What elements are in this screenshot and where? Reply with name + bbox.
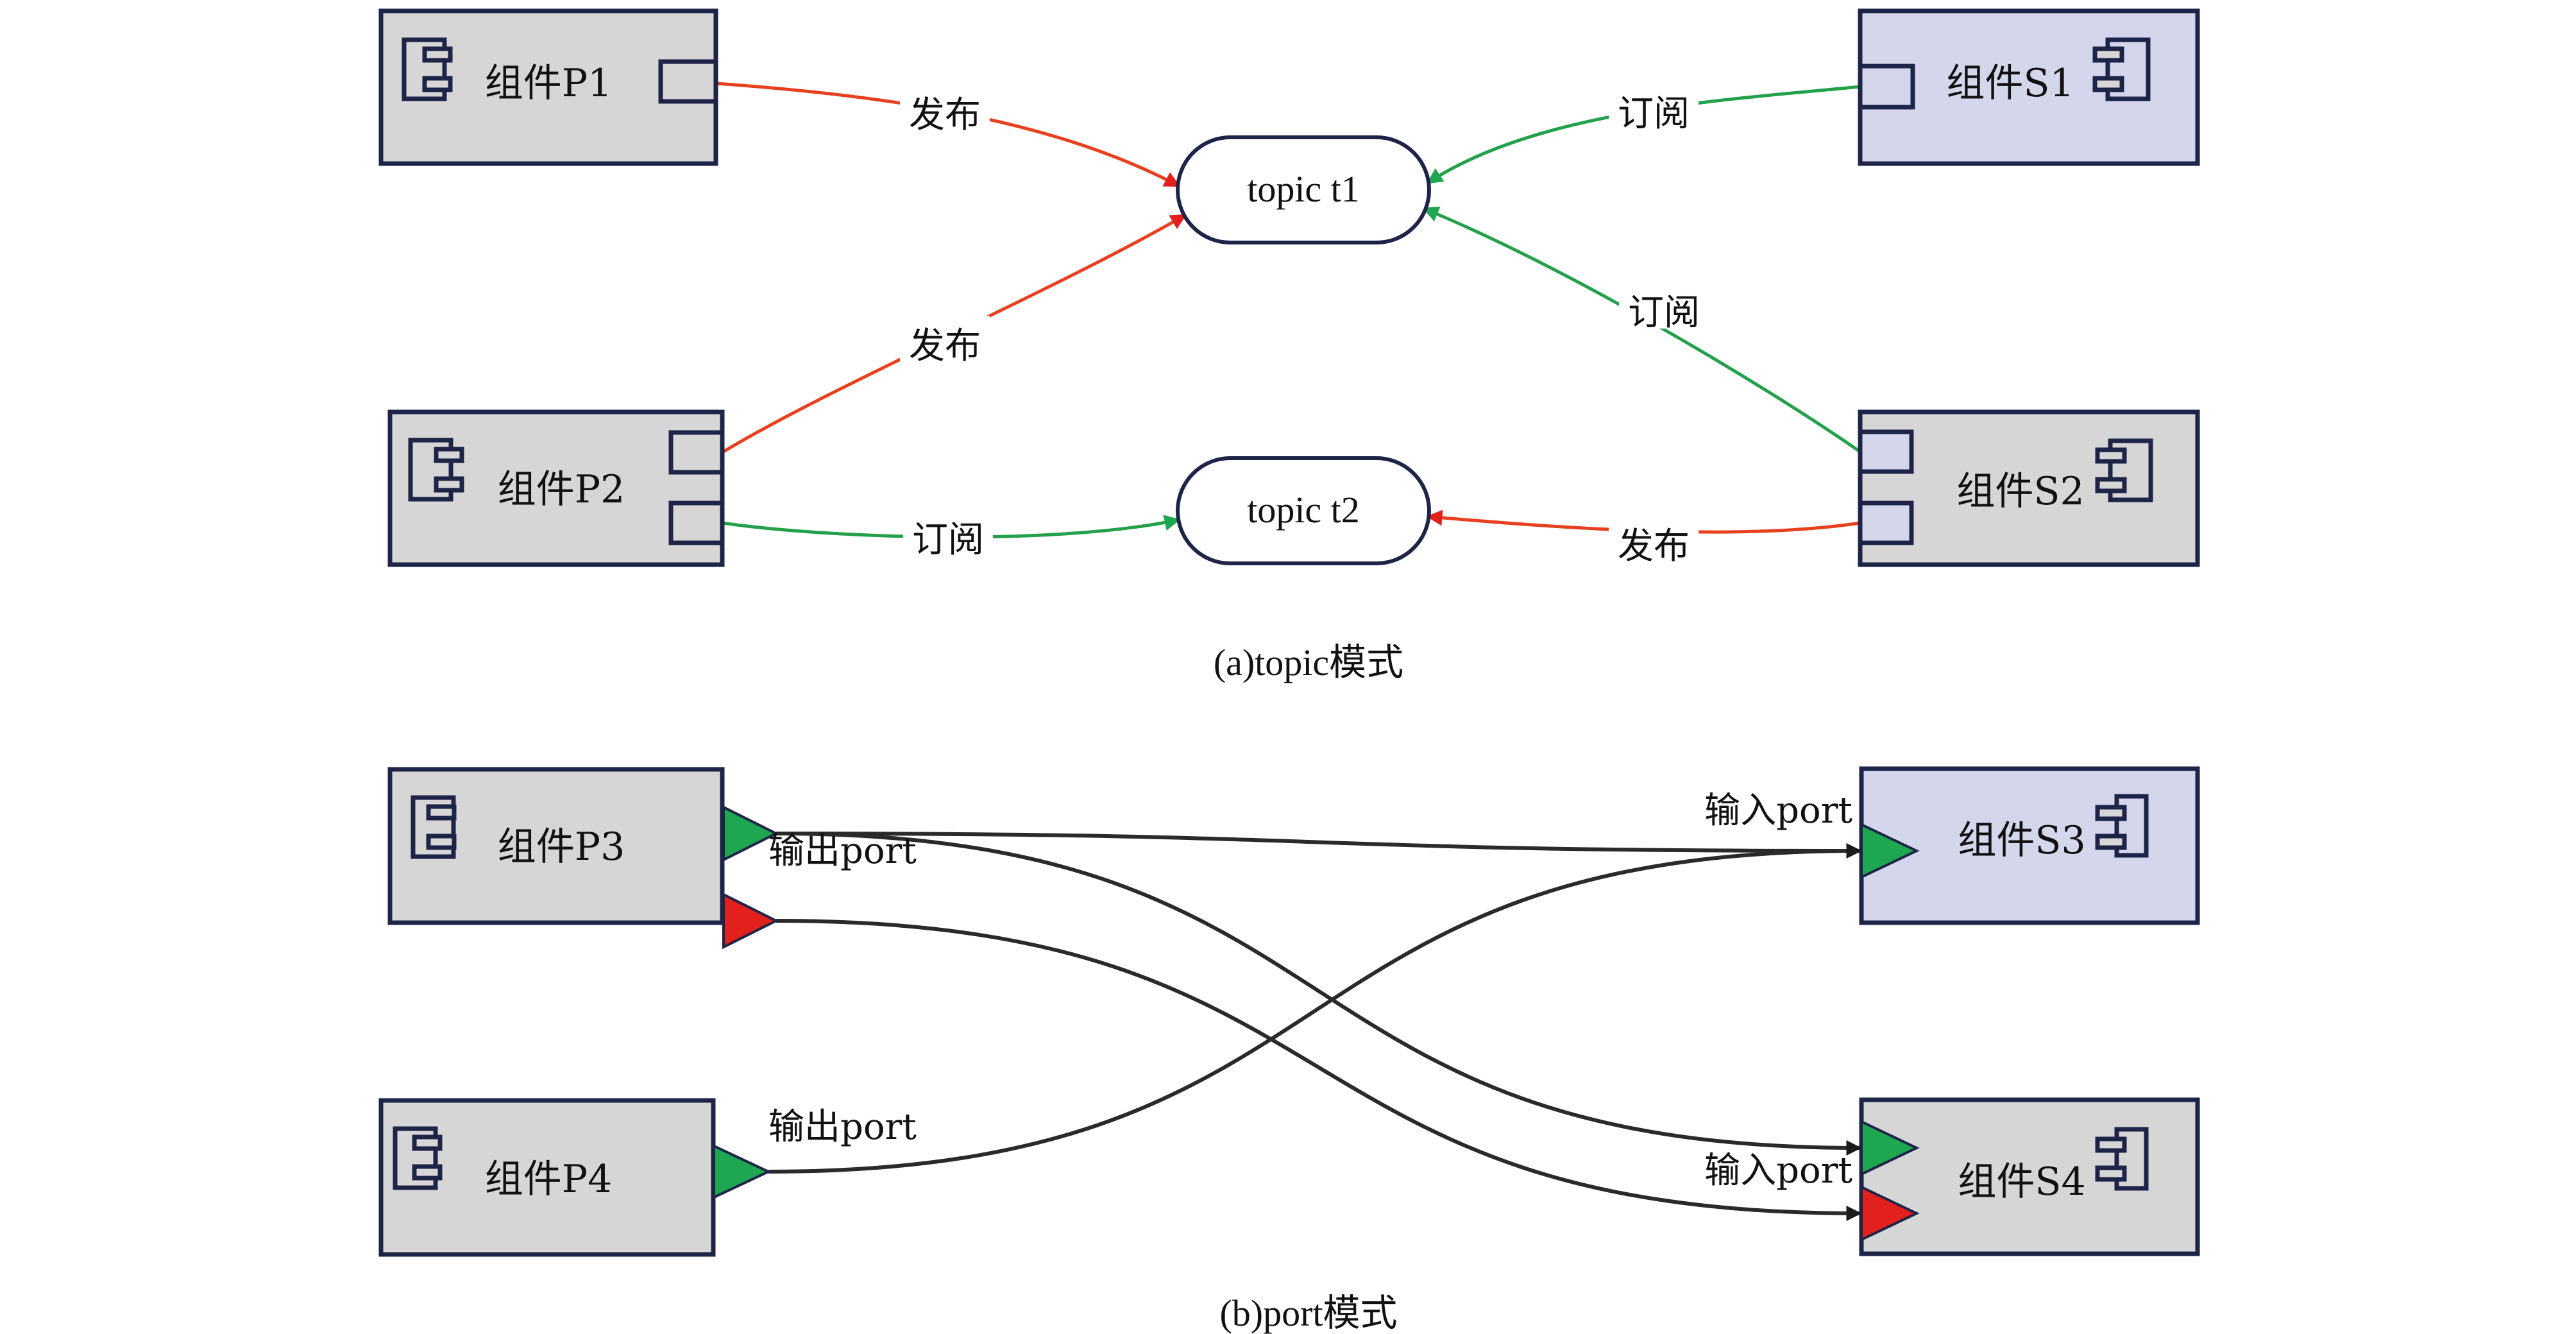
component-s4-label: 组件S4: [1958, 1159, 2085, 1204]
port-s4-in-red-icon[interactable]: [1860, 1184, 1920, 1242]
port-s3-in-green-icon[interactable]: [1860, 822, 1920, 880]
component-icon: [408, 438, 464, 502]
component-s4[interactable]: 组件S4: [1859, 1097, 2200, 1256]
component-s1-box: [1858, 8, 2200, 166]
component-icon: [2095, 794, 2149, 858]
edge-label-background: [900, 85, 990, 131]
component-p4[interactable]: 组件P4: [378, 1098, 716, 1257]
component-icon: [411, 795, 457, 859]
port-s2-pub[interactable]: [1858, 500, 1914, 545]
caption-b: (b)port模式: [1219, 1292, 1397, 1334]
port-p3-out-red-icon[interactable]: [722, 892, 779, 950]
topic-t1[interactable]: topic t1: [1176, 135, 1431, 244]
edge-label-background: [1609, 83, 1699, 130]
component-p2[interactable]: 组件P2: [387, 409, 725, 567]
edge-label-publish: 发布: [909, 94, 981, 136]
topic-t2[interactable]: topic t2: [1176, 456, 1431, 565]
component-s1-label: 组件S1: [1946, 61, 2074, 106]
topic-t1-label: topic t1: [1247, 168, 1360, 210]
edge-label-background: [903, 509, 993, 556]
topic-mode-section: 组件P1 组件P2 组件S1: [378, 8, 2200, 683]
topic-t2-label: topic t2: [1247, 489, 1360, 531]
connection-p3-green-to-s3-green[interactable]: [775, 832, 1862, 859]
component-p1[interactable]: 组件P1: [378, 8, 718, 166]
connection-p3-red-to-s4-red[interactable]: [775, 919, 1862, 1221]
component-s4-box: [1859, 1097, 2200, 1256]
port-p1-out[interactable]: [658, 59, 718, 104]
port-label-p3-out: 输出port: [768, 830, 917, 872]
component-s2-label: 组件S2: [1956, 469, 2084, 514]
edge-label-background: [1609, 516, 1699, 562]
edge-label-subscribe: 订阅: [1628, 292, 1700, 334]
edge-label-publish: 发布: [1618, 526, 1690, 567]
component-icon: [2092, 37, 2151, 101]
port-p3-out-green-icon[interactable]: [722, 805, 779, 862]
edge-label-background: [1619, 282, 1709, 329]
component-s2[interactable]: 组件S2: [1858, 409, 2200, 567]
topic-t1-shape: [1176, 135, 1431, 244]
edge-label-subscribe: 订阅: [912, 519, 984, 561]
port-connections: [768, 832, 1862, 1221]
caption-a: (a)topic模式: [1214, 642, 1403, 683]
port-p4-out-green-icon[interactable]: [713, 1143, 772, 1200]
connection-p4-green-to-s3-green[interactable]: [768, 843, 1862, 1174]
component-icon: [393, 1126, 443, 1190]
component-p2-label: 组件P2: [498, 467, 625, 512]
component-s3-label: 组件S3: [1958, 818, 2085, 863]
port-s1-sub[interactable]: [1858, 64, 1915, 110]
edge-label-background: [900, 316, 990, 362]
port-label-p4-out: 输出port: [768, 1106, 917, 1148]
edge-label-subscribe: 订阅: [1618, 93, 1690, 135]
port-s4-in-green-icon[interactable]: [1860, 1119, 1920, 1177]
component-p4-label: 组件P4: [485, 1157, 613, 1202]
connection-p3-green-to-s4-green[interactable]: [775, 832, 1862, 1156]
component-icon: [402, 37, 453, 101]
component-s1[interactable]: 组件S1: [1858, 8, 2200, 166]
component-s3[interactable]: 组件S3: [1859, 766, 2200, 925]
component-p1-label: 组件P1: [485, 61, 613, 106]
port-mode-section: 组件P3 组件P4 组件S3: [378, 766, 2200, 1334]
port-s2-sub[interactable]: [1858, 429, 1914, 474]
component-icon: [2095, 438, 2153, 502]
edge-label-publish: 发布: [909, 325, 981, 367]
port-label-s3-in: 输入port: [1704, 790, 1852, 832]
component-p3-label: 组件P3: [498, 825, 625, 869]
topic-t2-shape: [1176, 456, 1431, 565]
component-s2-box: [1858, 409, 2200, 567]
port-p2-pub[interactable]: [668, 430, 725, 475]
port-label-s4-in: 输入port: [1704, 1150, 1852, 1192]
port-p2-sub[interactable]: [668, 500, 725, 545]
component-icon: [2095, 1127, 2149, 1191]
component-p3[interactable]: 组件P3: [387, 767, 725, 925]
